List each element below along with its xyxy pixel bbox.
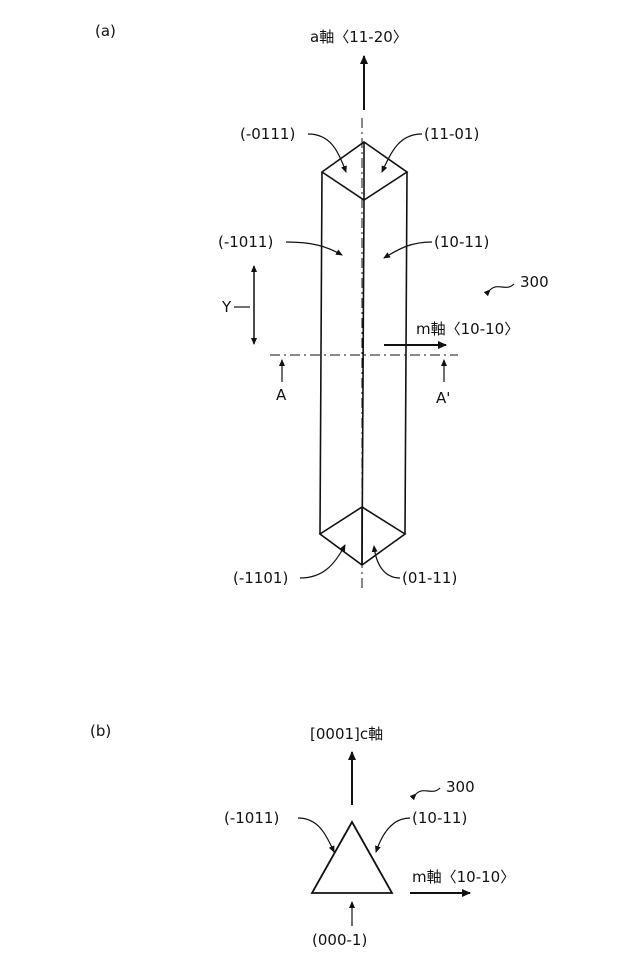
face-label-side-left: (-1011) (218, 233, 273, 251)
ref-300-a: 300 (520, 273, 549, 291)
leader-b-right (376, 818, 410, 852)
a-axis-label: a軸〈11-20〉 (310, 28, 408, 46)
leader-side-left (286, 242, 342, 255)
c-axis-label: [0001]c軸 (310, 725, 383, 743)
m-axis-label-b: m軸〈10-10〉 (412, 868, 515, 886)
hexagonal-prism (320, 142, 407, 565)
ref-300-b: 300 (446, 778, 475, 796)
face-label-b-right: (10-11) (412, 809, 467, 827)
prism-left-edge (320, 172, 322, 534)
section-label-a: A (276, 386, 287, 404)
face-label-b-left: (-1011) (224, 809, 279, 827)
panel-a-label: (a) (95, 22, 116, 40)
ref-leader-b (416, 788, 440, 794)
face-label-top-left: (-0111) (240, 125, 295, 143)
leader-top-right (382, 134, 422, 172)
face-label-side-right: (10-11) (434, 233, 489, 251)
prism-right-edge (405, 172, 407, 534)
leader-b-left (298, 818, 334, 852)
leader-bottom-right (374, 546, 400, 578)
ref-leader-a (490, 284, 514, 290)
m-axis-label-a: m軸〈10-10〉 (416, 320, 519, 338)
face-label-top-right: (11-01) (424, 125, 479, 143)
y-label: Y (221, 298, 232, 316)
leader-top-left (308, 134, 346, 172)
face-label-bottom-left: (-1101) (233, 569, 288, 587)
face-label-bottom-right: (01-11) (402, 569, 457, 587)
section-label-a-prime: A' (436, 389, 450, 407)
face-label-b-bottom: (000-1) (312, 931, 367, 949)
leader-side-right (384, 242, 432, 258)
leader-bottom-left (300, 545, 345, 578)
panel-b-label: (b) (90, 722, 111, 740)
